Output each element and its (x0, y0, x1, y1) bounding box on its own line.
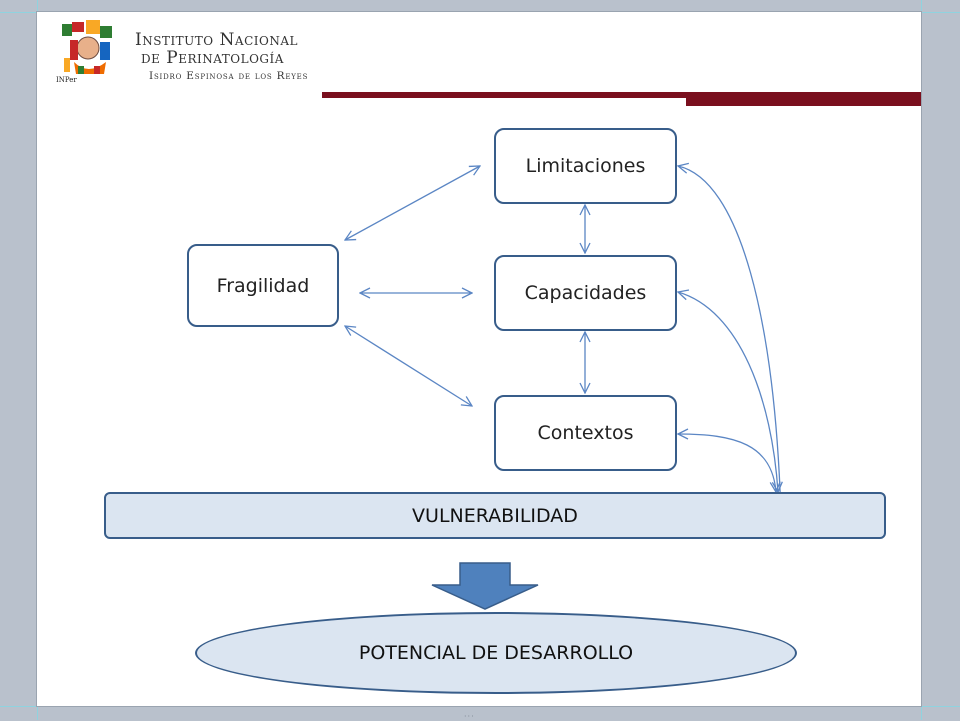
node-potencial-desarrollo[interactable]: POTENCIAL DE DESARROLLO (195, 612, 797, 694)
node-contextos-label: Contextos (537, 422, 634, 444)
institution-line-1: Instituto Nacional (135, 30, 298, 50)
arrow-limitaciones-vulnerabilidad (678, 166, 781, 516)
node-contextos[interactable]: Contextos (494, 395, 677, 471)
node-capacidades-label: Capacidades (524, 282, 647, 304)
node-vulnerabilidad-label: VULNERABILIDAD (412, 504, 578, 527)
brand-bar-thick (686, 92, 921, 106)
node-potencial-label: POTENCIAL DE DESARROLLO (358, 642, 634, 664)
guide-line-right (921, 0, 922, 720)
slide-handle-dots: ··· (464, 712, 475, 721)
node-capacidades[interactable]: Capacidades (494, 255, 677, 331)
institution-name: Instituto Nacional de Perinatología Isid… (135, 30, 309, 82)
node-limitaciones-label: Limitaciones (525, 155, 646, 177)
arrow-fragilidad-limitaciones (345, 166, 480, 240)
inper-logo: INPer (56, 18, 122, 86)
node-limitaciones[interactable]: Limitaciones (494, 128, 677, 204)
node-fragilidad-label: Fragilidad (216, 274, 310, 297)
down-arrow (431, 562, 539, 610)
node-fragilidad[interactable]: Fragilidad (187, 244, 339, 327)
guide-line-bottom (0, 706, 960, 707)
institution-line-2: de Perinatología (141, 47, 284, 68)
institution-line-3: Isidro Espinosa de los Reyes (149, 69, 309, 82)
brand-bar-thin (322, 92, 921, 98)
arrow-fragilidad-contextos (345, 326, 472, 406)
node-vulnerabilidad[interactable]: VULNERABILIDAD (104, 492, 886, 539)
logo-tag: INPer (56, 76, 77, 84)
arrow-contextos-vulnerabilidad (678, 434, 776, 492)
arrow-capacidades-vulnerabilidad (678, 292, 778, 492)
